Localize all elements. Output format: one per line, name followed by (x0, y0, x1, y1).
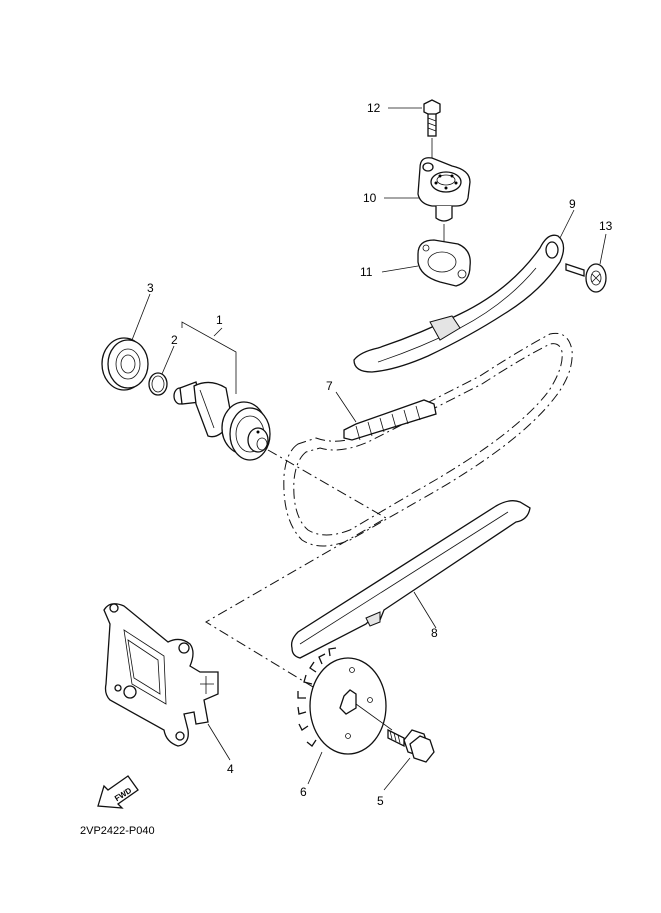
callout-3: 3 (147, 281, 154, 295)
part-1-camshaft (173, 381, 271, 461)
diagram-code: 2VP2422-P040 (80, 825, 155, 837)
callout-8: 8 (431, 626, 438, 640)
part-11-gasket (417, 239, 471, 287)
callout-4: 4 (227, 762, 234, 776)
part-8-chain-guide (290, 500, 531, 659)
callout-5: 5 (377, 794, 384, 808)
part-7-cam-chain (283, 332, 573, 547)
part-5-sprocket-bolt (355, 703, 435, 763)
part-10-tensioner (417, 138, 471, 262)
callout-10: 10 (363, 191, 377, 205)
callout-11: 11 (360, 265, 373, 279)
part-2-o-ring (148, 372, 168, 396)
callout-7: 7 (326, 379, 333, 393)
callout-12: 12 (367, 101, 381, 115)
fwd-arrow-icon: FWD (97, 775, 139, 809)
part-12-bolt (423, 99, 441, 137)
part-9-tensioner-guide (353, 234, 565, 373)
callout-9: 9 (569, 197, 576, 211)
callout-13: 13 (599, 219, 613, 233)
callout-6: 6 (300, 785, 307, 799)
callout-2: 2 (171, 333, 178, 347)
part-6-cam-sprocket (297, 647, 387, 755)
callout-1: 1 (216, 313, 223, 327)
part-13-guide-bolt (565, 263, 607, 293)
part-4-bracket (103, 603, 219, 747)
part-3-bearing (101, 337, 149, 391)
